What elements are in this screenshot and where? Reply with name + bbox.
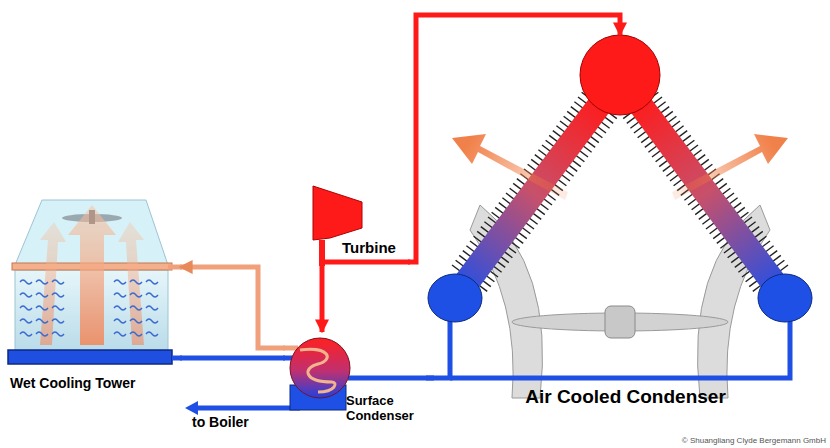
- spray-stroke: [36, 280, 48, 284]
- fan-hub: [605, 306, 635, 338]
- cooling-tower-drawing: [8, 200, 182, 364]
- copyright-note: © Shuangliang Clyde Bergemann GmbH: [682, 436, 826, 445]
- condensate-pipe: [450, 320, 790, 378]
- spray-stroke: [114, 319, 126, 323]
- air-cooled-condenser-node: Air Cooled Condenser: [426, 35, 825, 415]
- spray-stroke: [52, 306, 64, 310]
- spray-stroke: [146, 280, 158, 284]
- spray-stroke: [20, 332, 32, 336]
- spray-stroke: [146, 319, 158, 323]
- boiler-feed-arrowhead: [185, 401, 198, 415]
- cooling-tower-node: Wet Cooling Tower: [5, 190, 180, 395]
- spray-stroke: [146, 293, 158, 297]
- spray-stroke: [130, 293, 142, 297]
- spray-stroke: [52, 293, 64, 297]
- condensate-pipe: [432, 320, 450, 378]
- cooling-coil: [300, 349, 335, 392]
- steam-header: [580, 35, 660, 115]
- spray-stroke: [20, 319, 32, 323]
- pipe-stub: [348, 376, 432, 381]
- pipe-connector: [180, 356, 285, 361]
- spray-stroke: [52, 319, 64, 323]
- hot-air-arrow: [452, 134, 568, 200]
- pipe-connector: [320, 265, 325, 332]
- turbine-drawing: [313, 186, 410, 266]
- spray-stroke: [130, 306, 142, 310]
- spray-stroke: [114, 280, 126, 284]
- hot-air-arrow: [672, 134, 788, 200]
- tube-bundle: [452, 92, 614, 294]
- tube-bundle: [626, 92, 788, 294]
- spray-stroke: [52, 280, 64, 284]
- spray-stroke: [36, 293, 48, 297]
- spray-stroke: [146, 306, 158, 310]
- spray-stroke: [114, 306, 126, 310]
- node-label: Wet Cooling Tower: [10, 375, 135, 391]
- hot-air-arrow: [68, 205, 116, 345]
- water-spray: [20, 280, 158, 336]
- pipe-connector: [408, 15, 620, 262]
- turbine-symbol: [313, 186, 362, 240]
- surface-condenser-node: Surface Condenser: [285, 332, 434, 438]
- condenser-shell: [290, 338, 350, 398]
- steam-pipe: [322, 260, 410, 265]
- boiler-feed-pipe: [195, 406, 300, 411]
- water-basin: [8, 350, 172, 364]
- spray-stroke: [130, 332, 142, 336]
- node-label: Turbine: [342, 239, 396, 256]
- spray-stroke: [130, 280, 142, 284]
- spray-stroke: [130, 319, 142, 323]
- tube-fins: [452, 92, 788, 291]
- pipe-stub: [168, 265, 182, 270]
- pipe-connector: [180, 267, 285, 348]
- spray-stroke: [146, 332, 158, 336]
- acc-drawing: [428, 35, 812, 398]
- spray-stroke: [36, 319, 48, 323]
- node-label: Surface Condenser: [346, 394, 430, 424]
- spray-stroke: [20, 306, 32, 310]
- spray-stroke: [114, 332, 126, 336]
- condensate-header: [758, 274, 812, 322]
- spray-stroke: [52, 332, 64, 336]
- spray-stroke: [36, 306, 48, 310]
- spray-stroke: [36, 332, 48, 336]
- spray-stroke: [114, 293, 126, 297]
- condensate-header: [428, 274, 482, 322]
- outlet-label: to Boiler: [192, 414, 249, 430]
- node-label: Air Cooled Condenser: [525, 386, 726, 408]
- spray-stroke: [20, 293, 32, 297]
- condenser-drawing: [185, 338, 432, 415]
- turbine-node: Turbine: [308, 183, 408, 265]
- pipe-connector: [426, 376, 434, 381]
- spray-stroke: [20, 280, 32, 284]
